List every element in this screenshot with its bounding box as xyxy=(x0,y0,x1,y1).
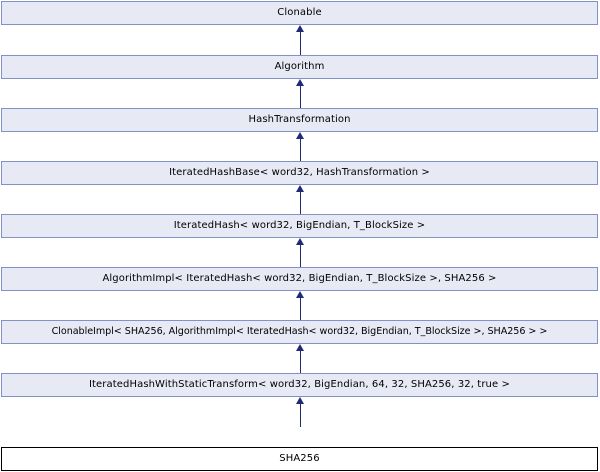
inheritance-arrow-clonableimpl-to-algorithmimpl xyxy=(296,291,305,320)
class-node-sha256-current[interactable]: SHA256 xyxy=(1,447,598,471)
class-node-algorithmimpl[interactable]: AlgorithmImpl< IteratedHash< word32, Big… xyxy=(1,267,598,291)
inheritance-arrow-algorithmimpl-to-iteratedhash xyxy=(296,238,305,267)
arrow-shaft xyxy=(300,402,301,427)
class-node-iteratedhash[interactable]: IteratedHash< word32, BigEndian, T_Block… xyxy=(1,214,598,238)
class-node-label: Clonable xyxy=(277,7,322,18)
arrowhead-icon xyxy=(296,79,304,86)
inheritance-arrow-iteratedhash-to-iteratedhashbase xyxy=(296,185,305,214)
inheritance-arrow-hashtransformation-to-algorithm xyxy=(296,79,305,108)
class-node-label: IteratedHash< word32, BigEndian, T_Block… xyxy=(173,220,426,231)
arrowhead-icon xyxy=(296,291,304,298)
arrow-shaft xyxy=(300,30,301,55)
arrowhead-icon xyxy=(296,25,304,32)
inheritance-arrow-iteratedhashwithstatictransform-to-clonableimpl xyxy=(296,344,305,373)
arrow-shaft xyxy=(300,349,301,373)
arrowhead-icon xyxy=(296,344,304,351)
class-node-label: Algorithm xyxy=(274,61,325,72)
arrowhead-icon xyxy=(296,238,304,245)
arrowhead-icon xyxy=(296,397,304,404)
inheritance-arrow-algorithm-to-clonable xyxy=(296,25,305,55)
class-node-clonable[interactable]: Clonable xyxy=(1,1,598,25)
class-node-label: HashTransformation xyxy=(248,114,351,125)
class-node-algorithm[interactable]: Algorithm xyxy=(1,55,598,79)
arrowhead-icon xyxy=(296,132,304,139)
class-node-iteratedhashwithstatictransform[interactable]: IteratedHashWithStaticTransform< word32,… xyxy=(1,373,598,397)
class-node-label: IteratedHashWithStaticTransform< word32,… xyxy=(88,379,510,390)
class-node-label: SHA256 xyxy=(279,453,320,464)
arrow-shaft xyxy=(300,137,301,161)
arrow-shaft xyxy=(300,296,301,320)
class-node-clonableimpl[interactable]: ClonableImpl< SHA256, AlgorithmImpl< Ite… xyxy=(1,320,598,344)
class-node-iteratedhashbase[interactable]: IteratedHashBase< word32, HashTransforma… xyxy=(1,161,598,185)
class-node-label: ClonableImpl< SHA256, AlgorithmImpl< Ite… xyxy=(51,326,548,337)
arrow-shaft xyxy=(300,243,301,267)
inheritance-arrow-sha256-to-iteratedhashwithstatictransform xyxy=(296,397,305,427)
arrow-shaft xyxy=(300,84,301,108)
class-node-hashtransformation[interactable]: HashTransformation xyxy=(1,108,598,132)
class-node-label: IteratedHashBase< word32, HashTransforma… xyxy=(169,167,430,178)
arrow-shaft xyxy=(300,190,301,214)
class-node-label: AlgorithmImpl< IteratedHash< word32, Big… xyxy=(102,273,497,284)
arrowhead-icon xyxy=(296,185,304,192)
inheritance-arrow-iteratedhashbase-to-hashtransformation xyxy=(296,132,305,161)
